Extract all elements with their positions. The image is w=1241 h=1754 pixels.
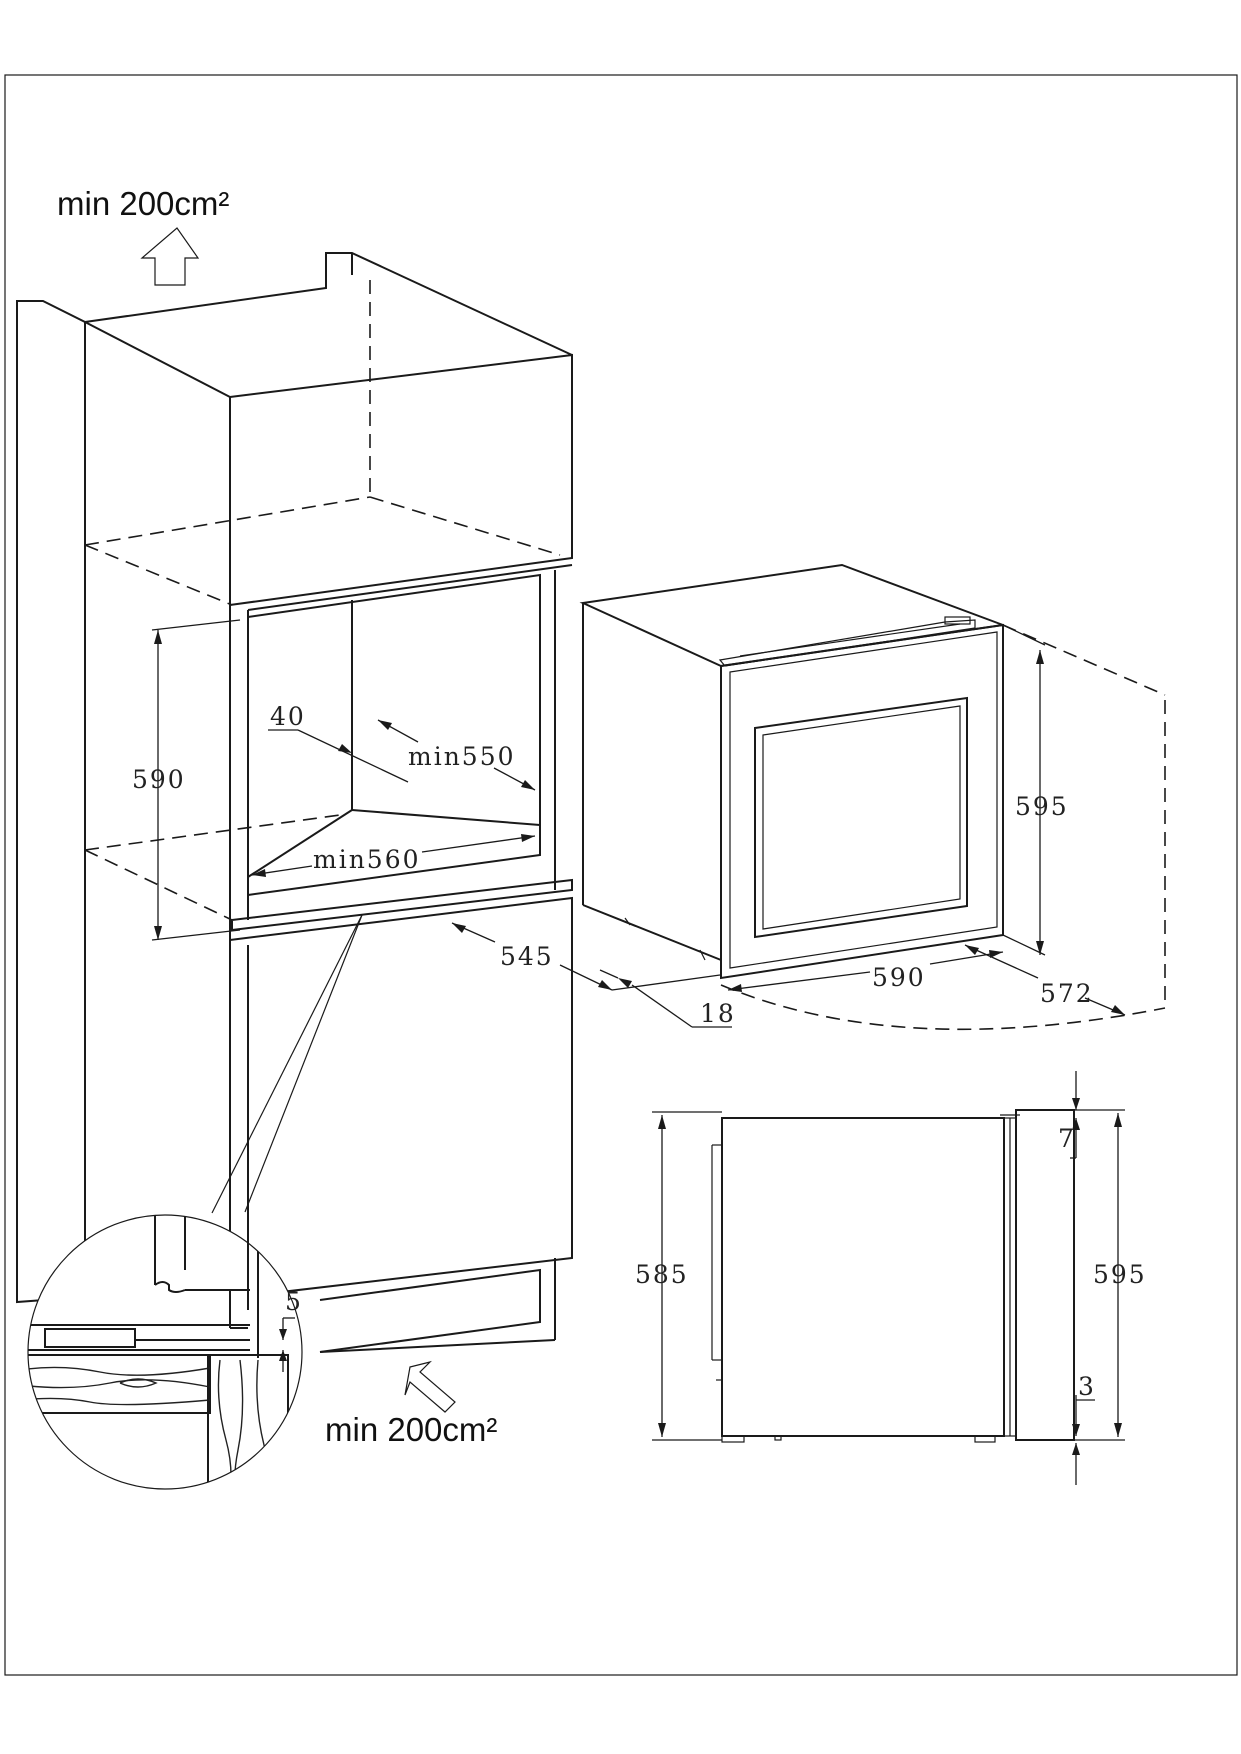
- niche-depth-dimension: [377, 719, 536, 791]
- detail-gap-dimension: [279, 1317, 295, 1372]
- body-depth-dimension: [451, 922, 721, 991]
- door-thickness-dimension: [599, 969, 732, 1028]
- niche-height-dimension: [151, 619, 241, 941]
- door-thickness-label: 18: [700, 999, 736, 1028]
- side-total-height-dimension: [1074, 1109, 1125, 1441]
- vent-bottom-label: min 200cm²: [325, 1411, 497, 1448]
- side-body-height-dimension: [652, 1111, 722, 1441]
- vent-arrow-up-icon: [140, 227, 200, 286]
- side-top-gap-label: 7: [1058, 1124, 1076, 1153]
- appliance-width-dimension: [727, 950, 1004, 992]
- detail-leader: [211, 914, 363, 1214]
- side-body-height-label: 585: [635, 1260, 689, 1289]
- detail-circle: [27, 1214, 303, 1490]
- side-top-gap-dimension: [1070, 1071, 1080, 1159]
- page-border: [4, 74, 1238, 1676]
- vent-arrow-diagonal-icon: [404, 1360, 456, 1413]
- appliance-height-label: 595: [1015, 792, 1069, 821]
- body-depth-label: 545: [500, 942, 554, 971]
- cabinet-column: [16, 252, 573, 1353]
- appliance-depth-dimension: [964, 944, 1126, 1016]
- niche-back-gap-label: 40: [270, 702, 306, 731]
- niche-depth-label: min550: [408, 742, 516, 771]
- niche-back-gap-dimension: [268, 729, 409, 783]
- appliance-isometric: [579, 563, 1004, 980]
- side-total-height-label: 595: [1093, 1260, 1147, 1289]
- side-bottom-gap-dimension: [1072, 1395, 1095, 1485]
- niche-width-dimension: [251, 834, 536, 877]
- side-bottom-gap-label: 3: [1078, 1372, 1096, 1401]
- niche-width-label: min560: [313, 845, 421, 874]
- niche-height-label: 590: [132, 765, 186, 794]
- appliance-side-view: [711, 1109, 1075, 1443]
- detail-gap-label: 5: [285, 1287, 303, 1316]
- door-swing-arc: [720, 624, 1166, 1031]
- vent-top-label: min 200cm²: [57, 185, 229, 222]
- appliance-height-dimension: [1002, 624, 1046, 956]
- appliance-depth-label: 572: [1040, 979, 1094, 1008]
- appliance-width-label: 590: [872, 963, 926, 992]
